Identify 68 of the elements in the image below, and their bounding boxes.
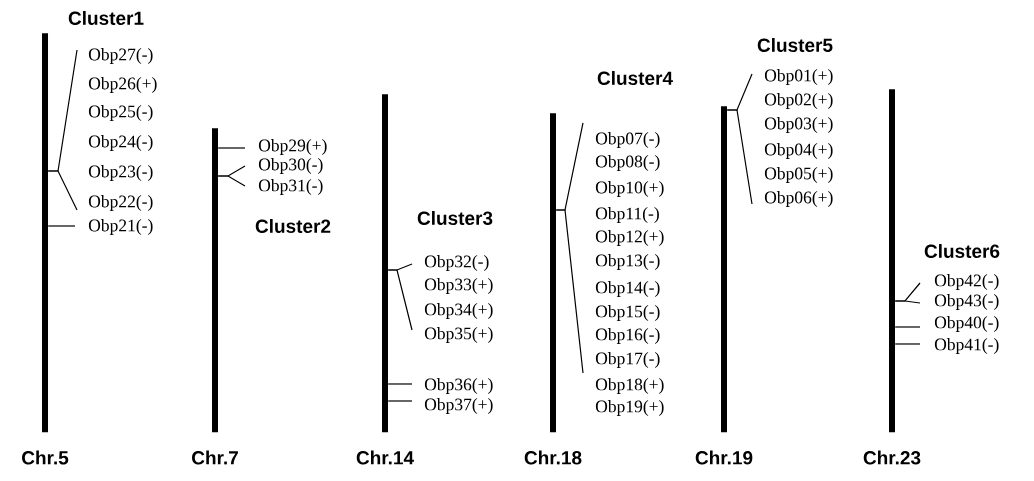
gene-label: Obp17(-)	[595, 352, 660, 368]
gene-label: Obp03(+)	[764, 117, 833, 133]
gene-label: Obp35(+)	[424, 327, 493, 343]
chromosome-bar: Chr.7	[192, 128, 238, 465]
gene-label: Obp19(+)	[595, 400, 664, 416]
gene-label: Obp33(+)	[424, 278, 493, 294]
leader-line	[555, 209, 584, 374]
gene-label: Obp18(+)	[595, 378, 664, 394]
gene-label: Obp05(+)	[764, 167, 833, 183]
chromosome-bar: Chr.14	[356, 94, 414, 465]
cluster-label: Cluster2	[255, 219, 331, 233]
node-label: Chr.5	[22, 450, 69, 465]
gene-label: Obp12(+)	[595, 230, 664, 246]
gene-label: Obp02(+)	[764, 93, 833, 109]
chromosome-bar: Chr.19	[695, 106, 753, 465]
gene-label: Obp16(-)	[595, 328, 660, 344]
chromosome-bar: Chr.23	[863, 89, 921, 465]
leader-line	[894, 343, 921, 345]
leader-line	[726, 109, 753, 205]
gene-label: Obp42(-)	[934, 274, 999, 290]
leader-line	[217, 175, 246, 187]
leader-line	[217, 147, 246, 149]
cluster-label: Cluster5	[757, 38, 833, 52]
gene-label: Obp41(-)	[934, 338, 999, 354]
gene-label: Obp10(+)	[595, 181, 664, 197]
gene-label: Obp15(-)	[595, 305, 660, 321]
gene-label: Obp32(-)	[424, 255, 489, 271]
gene-label: Obp14(-)	[595, 281, 660, 297]
gene-label: Obp26(+)	[88, 77, 157, 93]
gene-label: Obp25(-)	[88, 105, 153, 121]
leader-line	[387, 383, 413, 385]
node-label: Chr.7	[192, 450, 238, 465]
gene-label: Obp30(-)	[258, 158, 323, 174]
gene-label: Obp07(-)	[595, 132, 660, 148]
leader-line	[47, 225, 76, 227]
gene-label: Obp04(+)	[764, 143, 833, 159]
gene-label: Obp24(-)	[88, 135, 153, 151]
gene-label: Obp36(+)	[424, 378, 493, 394]
cluster-label: Cluster4	[597, 71, 673, 85]
node-label: Chr.18	[524, 450, 582, 465]
chromosome-bar: Chr.5	[22, 33, 69, 465]
gene-label: Obp29(+)	[258, 139, 327, 155]
chromosome-bar: Chr.18	[524, 113, 582, 465]
node-label: Chr.23	[863, 450, 921, 465]
gene-label: Obp06(+)	[764, 191, 833, 207]
gene-label: Obp43(-)	[934, 294, 999, 310]
leader-line	[894, 326, 921, 328]
gene-label: Obp13(-)	[595, 254, 660, 270]
gene-label: Obp40(-)	[934, 316, 999, 332]
leader-line	[387, 269, 413, 331]
leader-line	[894, 300, 921, 304]
gene-label: Obp22(-)	[88, 195, 153, 211]
gene-label: Obp27(-)	[88, 48, 153, 64]
node-label: Chr.19	[695, 450, 753, 465]
cluster-label: Cluster6	[924, 244, 1000, 258]
gene-label: Obp37(+)	[424, 398, 493, 414]
gene-label: Obp21(-)	[88, 219, 153, 235]
leader-line	[47, 170, 78, 211]
gene-label: Obp31(-)	[258, 179, 323, 195]
gene-label: Obp34(+)	[424, 303, 493, 319]
gene-label: Obp08(-)	[595, 155, 660, 171]
leader-line	[387, 400, 413, 402]
gene-label: Obp11(-)	[595, 207, 659, 223]
cluster-label: Cluster3	[417, 211, 493, 225]
cluster-label: Cluster1	[68, 11, 144, 25]
node-label: Chr.14	[356, 450, 414, 465]
gene-label: Obp23(-)	[88, 165, 153, 181]
gene-label: Obp01(+)	[764, 69, 833, 85]
